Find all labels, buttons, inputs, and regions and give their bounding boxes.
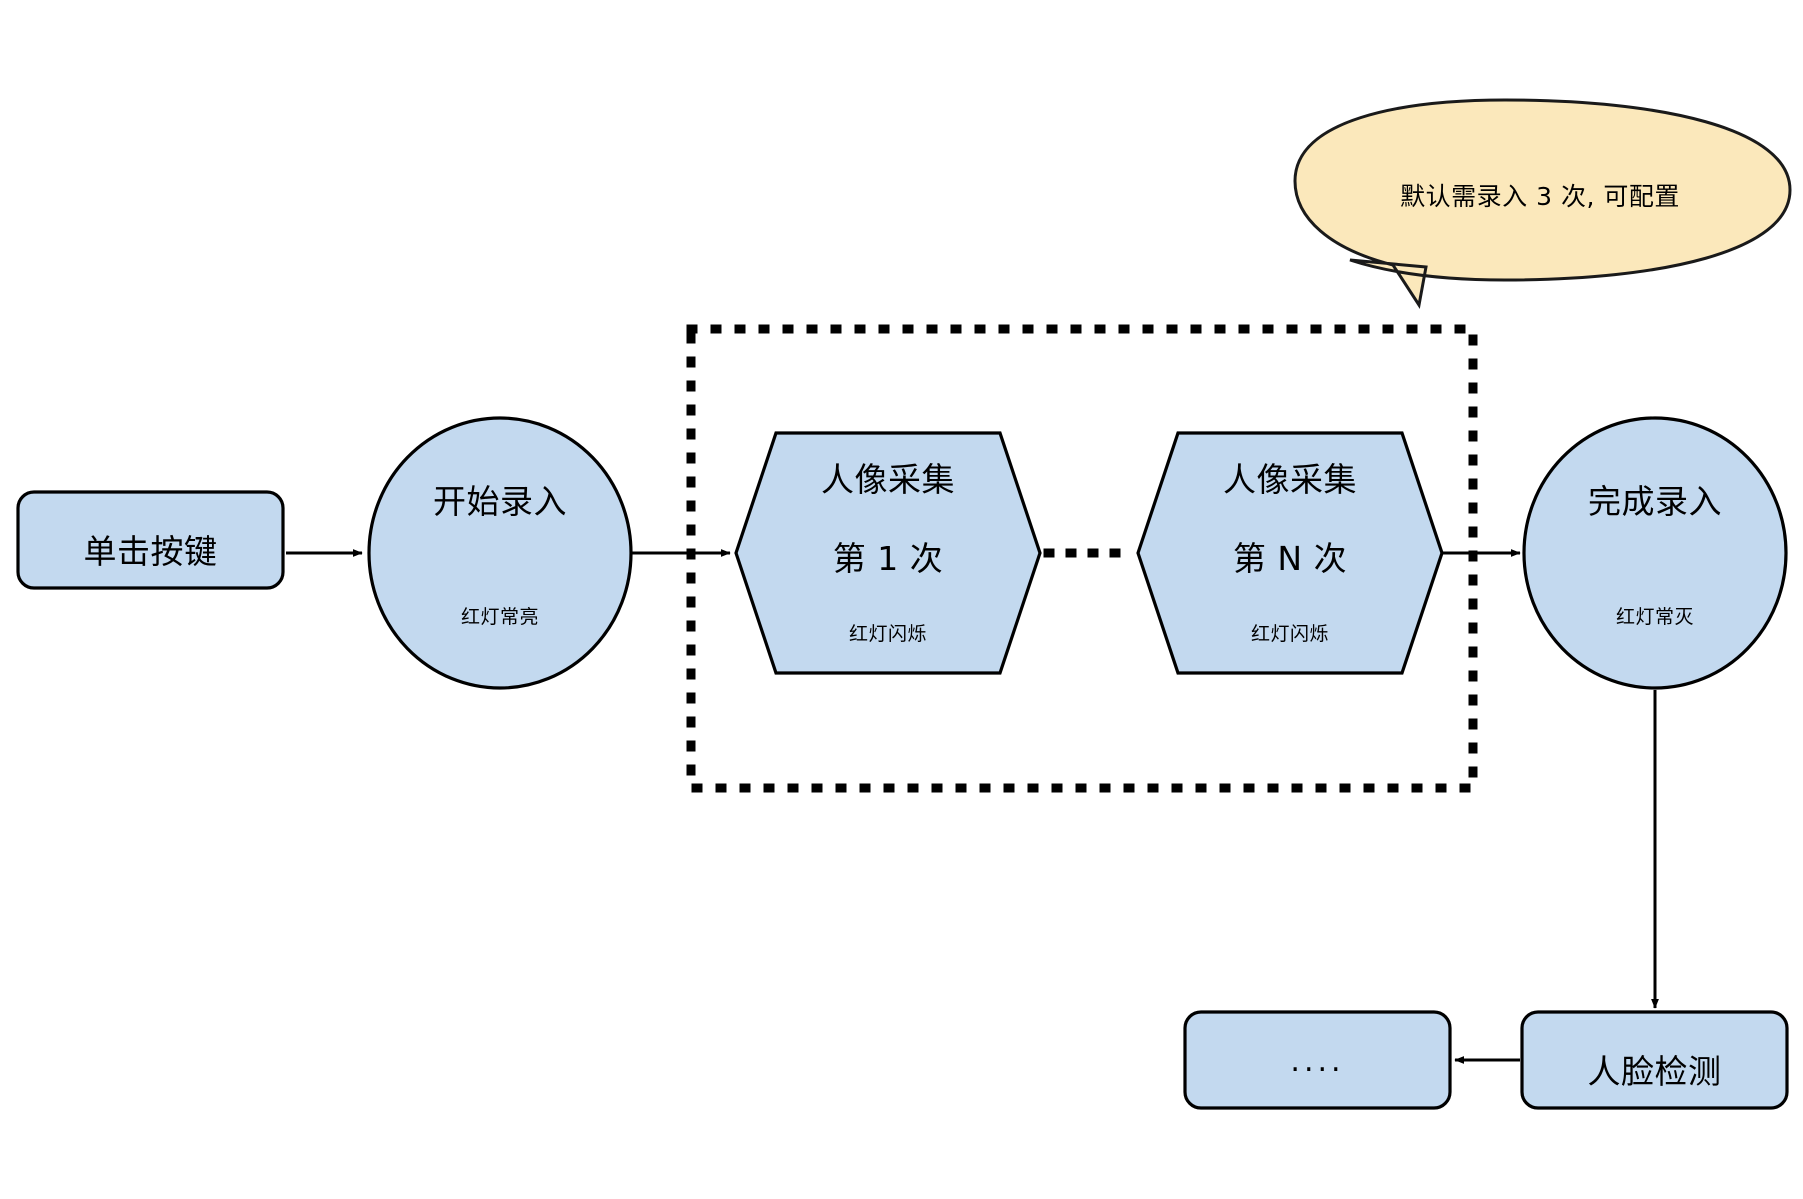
- node-more-steps[interactable]: [1183, 1010, 1452, 1110]
- node-finish-enroll[interactable]: [1522, 416, 1788, 690]
- node-click-button[interactable]: [16, 490, 285, 590]
- node-capture-nth[interactable]: [1136, 431, 1444, 675]
- capture-loop-group-box: [686, 324, 1478, 793]
- node-capture-first[interactable]: [734, 431, 1042, 675]
- node-face-detect[interactable]: [1520, 1010, 1789, 1110]
- callout-bubble: [1293, 98, 1792, 309]
- node-start-enroll[interactable]: [367, 416, 633, 690]
